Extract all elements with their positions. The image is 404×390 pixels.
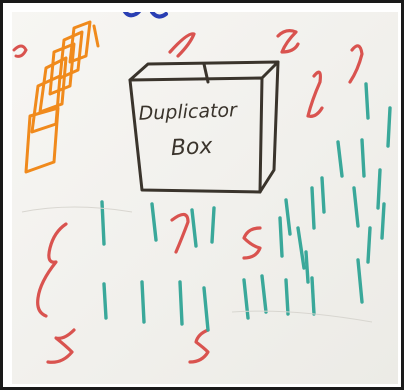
box-label-line2: Box: [170, 134, 214, 161]
board-smudges: [22, 207, 372, 322]
whiteboard-drawing: Duplicator Box: [12, 12, 398, 384]
whiteboard: Duplicator Box: [12, 12, 398, 384]
red-fragment-topleft: [14, 46, 26, 56]
blue-squiggle: [124, 12, 166, 17]
orange-stacked-pages: [26, 22, 98, 172]
duplicator-box: [130, 62, 278, 192]
box-label-line1: Duplicator: [138, 99, 238, 124]
